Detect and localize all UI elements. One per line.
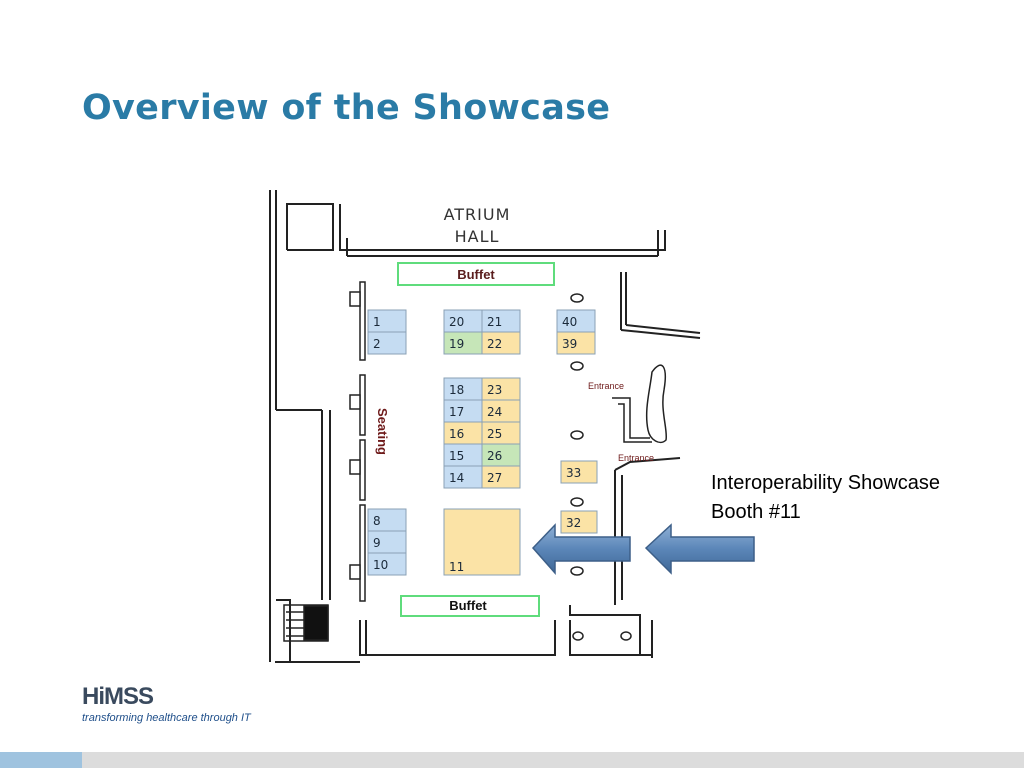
booth-label-14: 14 [449, 471, 464, 485]
callout-line2: Booth #11 [711, 501, 801, 523]
booth-label-15: 15 [449, 449, 464, 463]
buffet-top-box [397, 262, 555, 286]
arrow-left-icon [531, 523, 631, 575]
booth-22 [481, 331, 521, 355]
booth-label-8: 8 [373, 514, 381, 528]
buffet-bottom-box [400, 595, 540, 617]
booth-39 [556, 331, 596, 355]
brand-tagline: transforming healthcare through IT [82, 712, 251, 724]
booth-label-40: 40 [562, 315, 577, 329]
brand-name: HiMSS [82, 683, 154, 710]
hall-label-line2: HALL [455, 227, 500, 246]
booths: 1 2 20 21 19 22 40 39 18 23 17 24 16 25 15 26 14 27 33 32 8 9… [367, 309, 598, 576]
booth-label-17: 17 [449, 405, 464, 419]
booth-label-18: 18 [449, 383, 464, 397]
booth-11 [443, 508, 521, 576]
booth-label-11: 11 [449, 560, 464, 574]
entrance-label-upper: Entrance [588, 381, 624, 391]
booth-label-32: 32 [566, 516, 581, 530]
booth-10 [367, 552, 407, 576]
booth-27 [481, 465, 521, 489]
booth-label-21: 21 [487, 315, 502, 329]
seating-benches [349, 281, 366, 602]
booth-label-33: 33 [566, 466, 581, 480]
booth-label-9: 9 [373, 536, 381, 550]
booth-2 [367, 331, 407, 355]
entrance-label-lower: Entrance [618, 453, 654, 463]
slide-title: Overview of the Showcase [82, 88, 611, 128]
arrow-left-icon [644, 523, 755, 575]
booth-label-1: 1 [373, 315, 381, 329]
seating-label: Seating [375, 408, 390, 455]
footer-bar [0, 752, 1024, 768]
booth-label-10: 10 [373, 558, 388, 572]
columns [570, 293, 632, 641]
footer-accent [0, 752, 82, 768]
booth-callout: Interoperability Showcase Booth #11 [711, 469, 940, 527]
booth-label-24: 24 [487, 405, 502, 419]
booth-label-19: 19 [449, 337, 464, 351]
booth-label-22: 22 [487, 337, 502, 351]
entrance-structure [612, 364, 668, 444]
booth-label-2: 2 [373, 337, 381, 351]
buffet-top-label: Buffet [457, 267, 495, 282]
booth-label-26: 26 [487, 449, 502, 463]
booth-label-23: 23 [487, 383, 502, 397]
booth-33 [560, 460, 598, 484]
booth-label-16: 16 [449, 427, 464, 441]
hall-label-line1: ATRIUM [444, 205, 511, 224]
booth-32 [560, 510, 598, 534]
booth-label-27: 27 [487, 471, 502, 485]
booth-label-25: 25 [487, 427, 502, 441]
booth-label-20: 20 [449, 315, 464, 329]
callout-line1: Interoperability Showcase [711, 472, 941, 494]
booth-label-39: 39 [562, 337, 577, 351]
stairs [283, 604, 329, 642]
brand-logo: HiMSS transforming healthcare through IT [82, 683, 251, 725]
walls [269, 190, 701, 663]
buffet-bottom-label: Buffet [449, 598, 487, 613]
